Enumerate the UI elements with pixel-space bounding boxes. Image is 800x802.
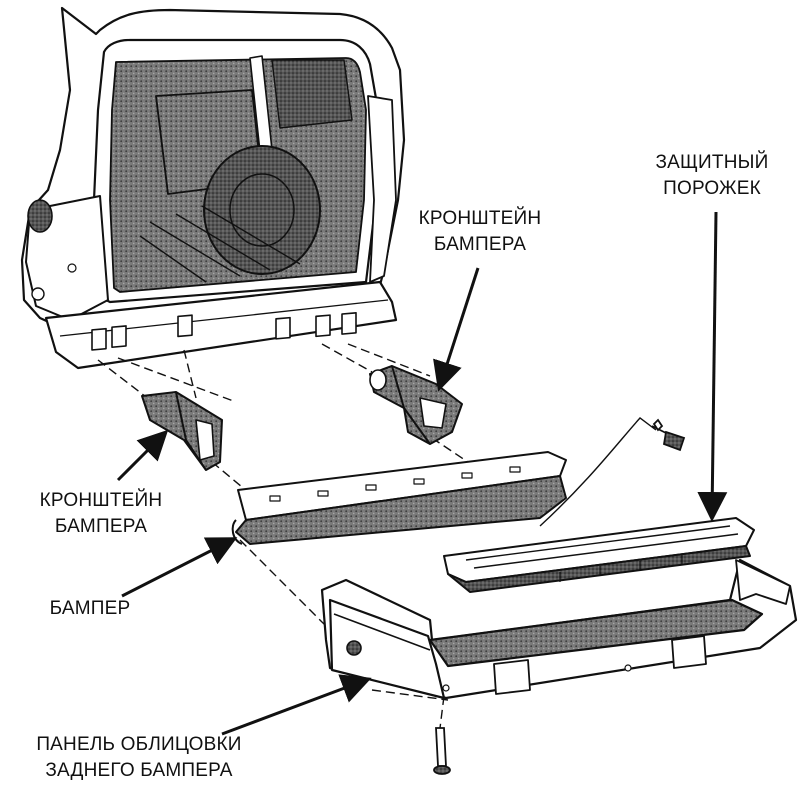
label-bracket-right-line1: КРОНШТЕЙН (418, 208, 542, 229)
label-trim-panel-line2: ЗАДНЕГО БАМПЕРА (45, 760, 233, 781)
bolt-lower (433, 727, 451, 775)
label-guard-step: ЗАЩИТНЫЙ ПОРОЖЕК (622, 150, 800, 202)
arrow-trim-panel (221, 674, 372, 736)
bolt-lead-line (539, 417, 657, 527)
label-guard-step-line1: ЗАЩИТНЫЙ (655, 152, 769, 173)
label-bracket-left-line1: КРОНШТЕЙН (39, 490, 163, 511)
bolt-upper (651, 418, 686, 452)
arrow-bracket-right (433, 267, 480, 392)
bumper-beam (231, 451, 567, 545)
callout-arrows (116, 211, 728, 736)
label-trim-panel: ПАНЕЛЬ ОБЛИЦОВКИ ЗАДНЕГО БАМПЕРА (4, 732, 274, 784)
arrow-guard-step (697, 211, 728, 522)
arrow-bracket-left (116, 429, 169, 482)
label-bracket-right-line2: БАМПЕРА (433, 234, 527, 255)
label-bracket-left: КРОНШТЕЙН БАМПЕРА (26, 488, 176, 540)
label-bumper-text: БАМПЕР (49, 598, 131, 619)
rear-bumper-cover (320, 558, 798, 700)
arrow-bumper (121, 537, 238, 598)
label-bracket-right: КРОНШТЕЙН БАМПЕРА (400, 206, 560, 258)
protective-step (443, 517, 755, 593)
bumper-bracket-right (369, 365, 463, 445)
vehicle-rear-body (20, 6, 406, 370)
label-trim-panel-line1: ПАНЕЛЬ ОБЛИЦОВКИ (36, 734, 242, 755)
bumper-bracket-left (141, 391, 223, 471)
label-bumper: БАМПЕР (40, 596, 140, 622)
label-bracket-left-line2: БАМПЕРА (54, 516, 148, 537)
label-guard-step-line2: ПОРОЖЕК (663, 178, 761, 199)
